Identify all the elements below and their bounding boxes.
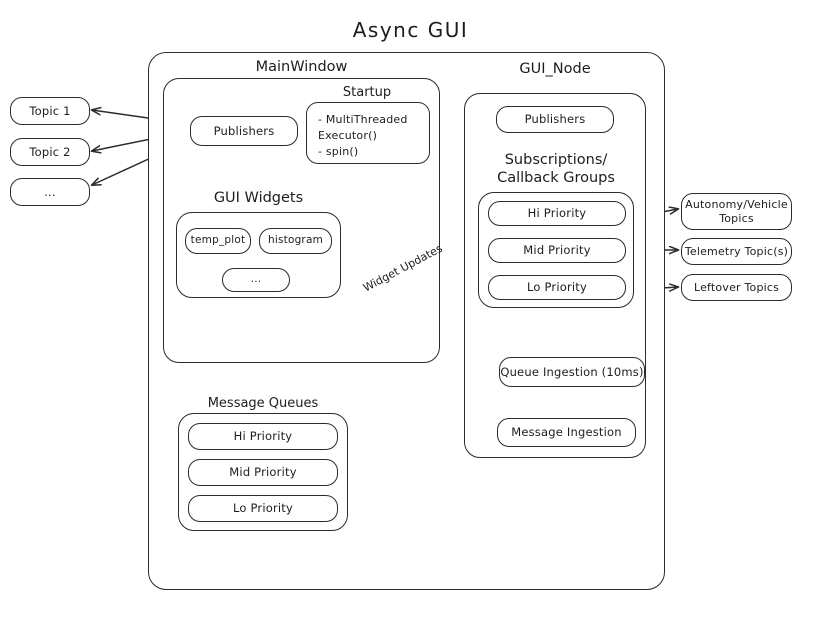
widget-temp-plot[interactable]: temp_plot (185, 228, 251, 254)
message-queue-mid[interactable]: Mid Priority (188, 459, 338, 486)
telemetry-topics-box[interactable]: Telemetry Topic(s) (681, 238, 792, 265)
widget-more[interactable]: ... (222, 268, 290, 292)
startup-box: - MultiThreaded Executor() - spin() (306, 102, 430, 164)
topic-box-3[interactable]: ... (10, 178, 90, 206)
startup-caption: Startup (342, 85, 392, 100)
message-queue-hi[interactable]: Hi Priority (188, 423, 338, 450)
gui-node-publishers[interactable]: Publishers (496, 106, 614, 133)
message-queues-caption: Message Queues (207, 396, 319, 411)
gui-widgets-container (176, 212, 341, 298)
subscriptions-caption: Subscriptions/ Callback Groups (497, 152, 615, 186)
main-window-caption: MainWindow (255, 59, 348, 75)
main-window-publishers[interactable]: Publishers (190, 116, 298, 146)
message-queue-lo[interactable]: Lo Priority (188, 495, 338, 522)
topic-box-2[interactable]: Topic 2 (10, 138, 90, 166)
message-ingestion-box[interactable]: Message Ingestion (497, 418, 636, 447)
widget-histogram[interactable]: histogram (259, 228, 332, 254)
gui-widgets-caption: GUI Widgets (213, 190, 304, 206)
gui-node-caption: GUI_Node (519, 61, 591, 77)
message-queues-container (178, 413, 348, 531)
callback-group-mid[interactable]: Mid Priority (488, 238, 626, 263)
main-window-container (163, 78, 440, 363)
callback-group-hi[interactable]: Hi Priority (488, 201, 626, 226)
queue-ingestion-box[interactable]: Queue Ingestion (10ms) (499, 357, 645, 387)
page-title: Async GUI (352, 18, 469, 42)
autonomy-vehicle-topics-box[interactable]: Autonomy/Vehicle Topics (681, 193, 792, 230)
gui-node-container (464, 93, 646, 458)
leftover-topics-box[interactable]: Leftover Topics (681, 274, 792, 301)
topic-box-1[interactable]: Topic 1 (10, 97, 90, 125)
callback-group-lo[interactable]: Lo Priority (488, 275, 626, 300)
